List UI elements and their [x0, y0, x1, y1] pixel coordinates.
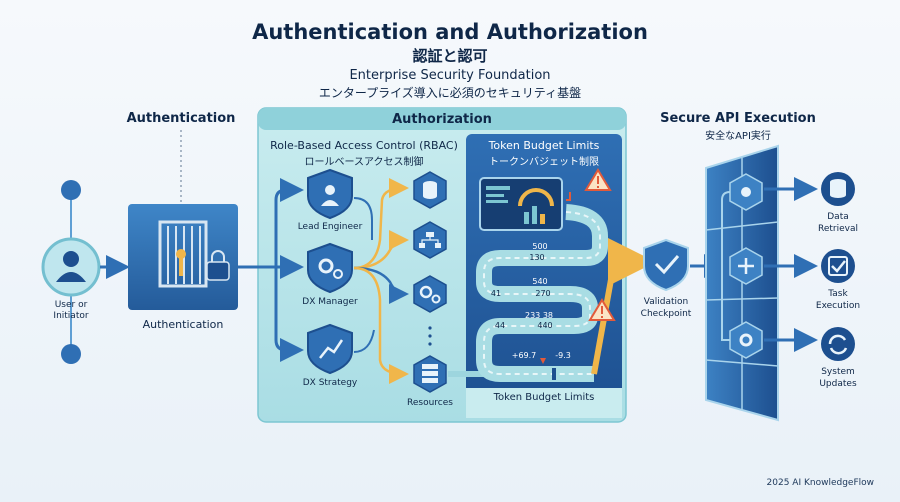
resources-label: Resources — [407, 398, 453, 408]
node-dot-bottom — [61, 344, 81, 364]
budget-footer-label: Token Budget Limits — [493, 392, 595, 403]
role-icon-lead-engineer — [307, 168, 353, 220]
page-tagline-jp: エンタープライズ導入に必須のセキュリティ基盤 — [318, 86, 582, 100]
budget-value: 440 — [537, 321, 553, 330]
authorization-header-bar — [258, 108, 626, 130]
rbac-title: Role-Based Access Control (RBAC) — [270, 139, 458, 152]
authentication-gate-label: Authentication — [142, 318, 224, 331]
budget-value: 233 38 — [525, 311, 553, 320]
page-title-jp: 認証と認可 — [412, 47, 488, 65]
footer-credit: 2025 AI KnowledgeFlow — [766, 478, 874, 488]
execution-heading: Secure API Execution — [660, 111, 816, 126]
output-label-data-retrieval: Data Retrieval — [818, 212, 858, 234]
budget-value: 130 — [529, 253, 545, 262]
rbac-title-jp: ロールベースアクセス制御 — [304, 157, 424, 168]
node-dot-top — [61, 180, 81, 200]
authentication-heading: Authentication — [126, 111, 236, 126]
output-label-task-execution: Task Execution — [815, 289, 861, 311]
budget-value: 41 — [490, 289, 502, 298]
execution-heading-jp: 安全なAPI実行 — [705, 131, 771, 142]
output-icon-task-execution — [821, 249, 855, 283]
output-label-system-updates: System Updates — [819, 367, 857, 389]
checkpoint-label: Validation Checkpoint — [640, 297, 692, 319]
budget-value: +69.7 — [511, 351, 537, 360]
resource-icon-server — [413, 355, 447, 393]
role-label-dx-manager: DX Manager — [302, 297, 358, 307]
resource-icon-hierarchy — [413, 221, 447, 259]
page-tagline: Enterprise Security Foundation — [349, 68, 551, 83]
user-label: User or Initiator — [53, 300, 89, 321]
page-title: Authentication and Authorization — [252, 20, 648, 44]
output-icon-data-retrieval — [821, 172, 855, 206]
role-label-lead-engineer: Lead Engineer — [297, 222, 363, 232]
authorization-heading: Authorization — [392, 112, 492, 127]
resource-icon-gears — [413, 275, 447, 313]
dashboard-monitor-icon — [479, 177, 563, 231]
wall-icon-network — [729, 247, 763, 285]
warning-icon-top — [584, 168, 612, 191]
budget-value: 44 — [494, 321, 506, 330]
budget-value: 540 — [532, 277, 548, 286]
budget-title: Token Budget Limits — [488, 139, 600, 152]
wall-icon-gear — [729, 321, 763, 359]
resource-icon-database — [413, 171, 447, 209]
wall-icon-hub — [729, 173, 763, 211]
budget-footer-bar — [466, 388, 622, 418]
budget-value: 500 — [532, 242, 548, 251]
budget-value: 270 — [535, 289, 551, 298]
budget-value: -9.3 — [555, 351, 571, 360]
role-label-dx-strategy: DX Strategy — [302, 378, 358, 388]
output-icon-system-updates — [821, 327, 855, 361]
validation-checkpoint-icon — [643, 238, 689, 292]
budget-title-jp: トークンバジェット制限 — [489, 157, 599, 168]
role-icon-dx-strategy — [307, 323, 353, 375]
role-icon-dx-manager — [307, 242, 353, 294]
warning-icon-bottom — [588, 298, 616, 321]
